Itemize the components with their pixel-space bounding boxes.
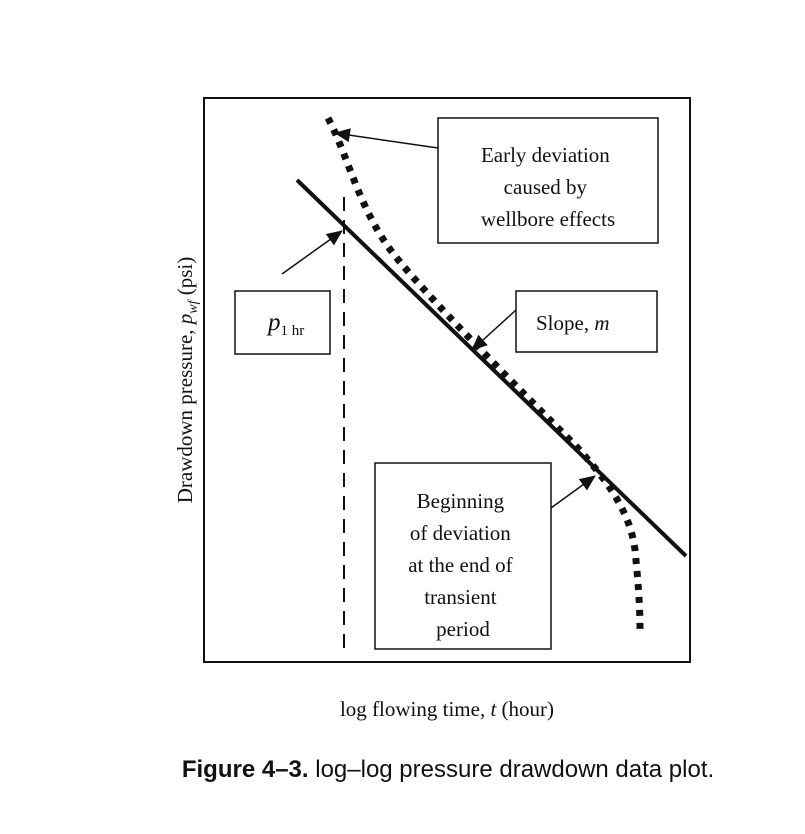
beginning-line-2: of deviation	[410, 521, 511, 545]
early-line-3: wellbore effects	[481, 207, 615, 231]
end-of-transient-callout: Beginning of deviation at the end of tra…	[374, 462, 596, 650]
plot-frame	[203, 97, 691, 663]
y-axis-label: Drawdown pressure, pwf (psi)	[173, 257, 201, 504]
beginning-line-1: Beginning	[417, 489, 505, 513]
beginning-line-3: at the end of	[408, 553, 512, 577]
p1hr-sub: 1 hr	[281, 323, 305, 339]
early-line-2: caused by	[504, 175, 588, 199]
early-line-1: Early deviation	[481, 143, 610, 167]
x-axis-label: log flowing time, t (hour)	[340, 697, 554, 721]
beginning-line-5: period	[436, 617, 490, 641]
slope-label: Slope,	[536, 311, 594, 335]
slope-var: m	[594, 311, 609, 335]
early-deviation-callout: Early deviation caused by wellbore effec…	[334, 117, 659, 244]
svg-text:Beginning of deviation: Beginning of deviation at the end of tra…	[408, 489, 518, 641]
p1hr-var: p	[266, 309, 281, 336]
figure-caption: Figure 4–3. log–log pressure drawdown da…	[182, 756, 714, 783]
slope-callout: Slope, m	[471, 290, 658, 353]
svg-text:p1 hr: p1 hr	[266, 309, 304, 339]
svg-text:Slope, m: Slope, m	[536, 311, 610, 335]
svg-text:Early deviation caused b: Early deviation caused by wellbore effec…	[481, 143, 615, 231]
beginning-line-4: transient	[424, 585, 496, 609]
semilog-straight-line	[295, 178, 688, 558]
measured-data-dotted-curve	[324, 116, 644, 631]
p1hr-callout: p1 hr	[234, 230, 343, 355]
